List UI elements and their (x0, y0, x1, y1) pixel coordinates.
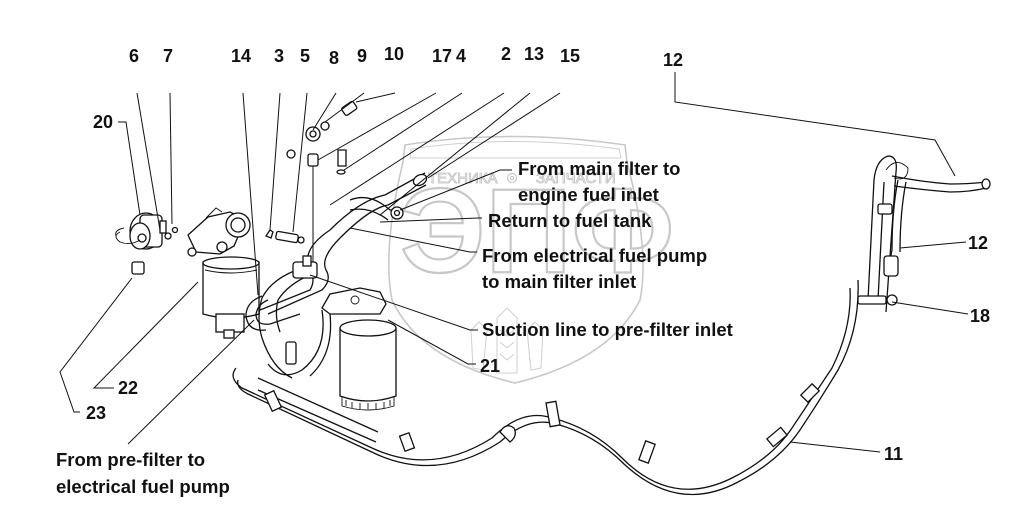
label-main-to-engine-2: engine fuel inlet (518, 184, 659, 205)
leader-suction-line (309, 274, 478, 331)
callout-5: 5 (300, 46, 310, 66)
annotations: From main filter to engine fuel inlet Re… (56, 158, 733, 497)
label-pump-to-main-1: From electrical fuel pump (482, 245, 707, 266)
callout-13: 13 (524, 44, 544, 64)
leader-7 (169, 92, 173, 225)
callout-7: 7 (163, 46, 173, 66)
leader-20 (118, 121, 141, 216)
callout-11: 11 (884, 444, 903, 464)
callout-10: 10 (384, 44, 404, 64)
watermark-shield: ТЕХНИКА ЗАПЧАСТИ ЭПФ (387, 135, 675, 384)
leader-12-right (899, 241, 967, 249)
leader-4 (343, 92, 463, 171)
hose-assembly-long-11 (232, 279, 859, 496)
leader-9 (324, 92, 365, 123)
callout-12-right: 12 (968, 233, 988, 253)
callout-2: 2 (501, 44, 511, 64)
callout-4: 4 (456, 46, 466, 66)
label-suction-line: Suction line to pre-filter inlet (482, 319, 733, 340)
callout-3: 3 (274, 46, 284, 66)
callout-20: 20 (93, 112, 113, 132)
electric-fuel-pump (115, 212, 179, 275)
leader-3 (269, 92, 281, 231)
leader-main-to-engine (399, 169, 512, 211)
leader-11 (789, 441, 881, 453)
callout-14: 14 (231, 46, 251, 66)
leader-pump-to-main (349, 227, 477, 253)
watermark-wheat-icon (470, 307, 544, 374)
leader-5 (292, 92, 308, 233)
leader-prefilter-to-pump (127, 319, 255, 445)
hose-assembly-right-12 (857, 155, 991, 313)
main-fuel-filter (321, 287, 397, 411)
callout-12-top: 12 (663, 50, 683, 70)
callout-21: 21 (480, 356, 500, 376)
callout-numbers: 6 7 14 3 5 8 9 10 17 4 2 13 15 12 20 12 … (86, 44, 990, 464)
leader-13 (379, 92, 531, 216)
callout-23: 23 (86, 403, 106, 423)
leader-return-to-tank (379, 217, 482, 223)
fuel-filter-assembly (187, 207, 260, 339)
watermark-logo-letters: ЭПФ (400, 164, 674, 298)
watermark-right-text: ЗАПЧАСТИ (536, 170, 616, 187)
callout-22: 22 (118, 378, 138, 398)
leader-10 (355, 92, 396, 103)
callout-6: 6 (129, 46, 139, 66)
leader-12-top (674, 72, 956, 177)
leader-14 (242, 92, 259, 296)
leader-18 (891, 301, 969, 315)
callout-18: 18 (970, 306, 990, 326)
leader-2 (329, 92, 505, 206)
hose-assembly-center (245, 172, 428, 379)
callout-15: 15 (560, 46, 580, 66)
watermark-left-text: ТЕХНИКА (428, 170, 498, 187)
label-prefilter-to-pump-2: electrical fuel pump (56, 476, 230, 497)
fittings-and-bolts (265, 100, 358, 262)
label-main-to-engine-1: From main filter to (518, 158, 680, 179)
leader-21 (387, 319, 476, 365)
leader-6 (136, 92, 161, 231)
watermark-gear-icon (507, 173, 517, 183)
leader-23 (59, 277, 133, 413)
leader-17 (317, 92, 437, 161)
callout-8: 8 (329, 48, 339, 68)
label-return-to-tank: Return to fuel tank (488, 210, 652, 231)
label-prefilter-to-pump-1: From pre-filter to (56, 449, 205, 470)
callout-9: 9 (357, 46, 367, 66)
leader-8 (312, 92, 337, 131)
callout-17: 17 (432, 46, 452, 66)
label-pump-to-main-2: to main filter inlet (482, 271, 636, 292)
leader-lines (59, 72, 969, 453)
leader-22 (92, 281, 199, 389)
leader-15 (427, 92, 561, 179)
